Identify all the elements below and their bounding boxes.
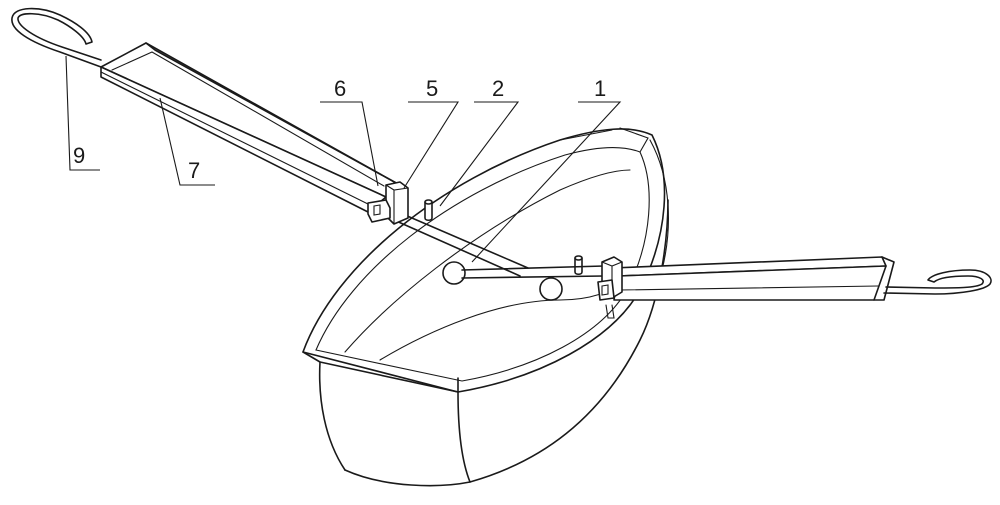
hull-fitting [605, 304, 615, 319]
right-blade-end [873, 256, 895, 301]
callout-labels: 9 7 6 5 2 1 [73, 76, 606, 183]
leader-lines [65, 55, 622, 263]
right-clamp-jaw [597, 279, 615, 301]
hull-side-crease [649, 139, 669, 271]
hull-inner-floor [344, 169, 631, 353]
right-clamp-notch [601, 284, 609, 296]
left-hook [11, 7, 102, 68]
left-blade-side-line [100, 71, 373, 207]
hull-bow-line-2 [559, 129, 613, 141]
left-blade-top [100, 42, 399, 198]
shaft-right-lower [461, 275, 605, 279]
hull-side-bottom [344, 199, 669, 487]
shaft-right-upper [461, 265, 605, 271]
leader-2 [439, 101, 520, 207]
leader-9 [65, 55, 100, 171]
left-clamp-jaw [367, 199, 391, 223]
shaft-left-upper [397, 211, 529, 269]
oar-shaft [393, 211, 605, 279]
leader-5 [403, 101, 459, 189]
peg-left [424, 201, 433, 222]
left-clamp-face [385, 184, 409, 225]
left-blade-ridge [145, 42, 399, 185]
leader-7 [159, 97, 215, 186]
hull-transom [302, 351, 459, 393]
left-blade-inner [111, 51, 385, 187]
callout-5: 5 [426, 76, 438, 101]
right-hook [883, 269, 992, 295]
leader-1 [471, 101, 622, 263]
hull-fittings [424, 199, 583, 301]
hull-gunwale-outer [302, 128, 666, 393]
right-blade-side-line [619, 285, 879, 291]
callout-9: 9 [73, 143, 85, 168]
hull-side-left [318, 361, 346, 471]
callout-6: 6 [334, 76, 346, 101]
peg-right-top [574, 255, 583, 261]
left-oar [11, 7, 409, 225]
peg-left-top [424, 199, 433, 205]
left-clamp-notch [373, 204, 381, 216]
hull-side-transom-edge [457, 391, 471, 483]
ball-right [539, 277, 563, 301]
ball-left [442, 261, 466, 285]
shaft-left-lower [393, 219, 521, 277]
hull-bow-line [619, 127, 649, 153]
callout-2: 2 [492, 76, 504, 101]
leader-6 [320, 101, 379, 187]
callout-7: 7 [188, 158, 200, 183]
right-oar [597, 256, 992, 301]
callout-1: 1 [594, 76, 606, 101]
hull-inner-floor-2 [379, 279, 626, 361]
